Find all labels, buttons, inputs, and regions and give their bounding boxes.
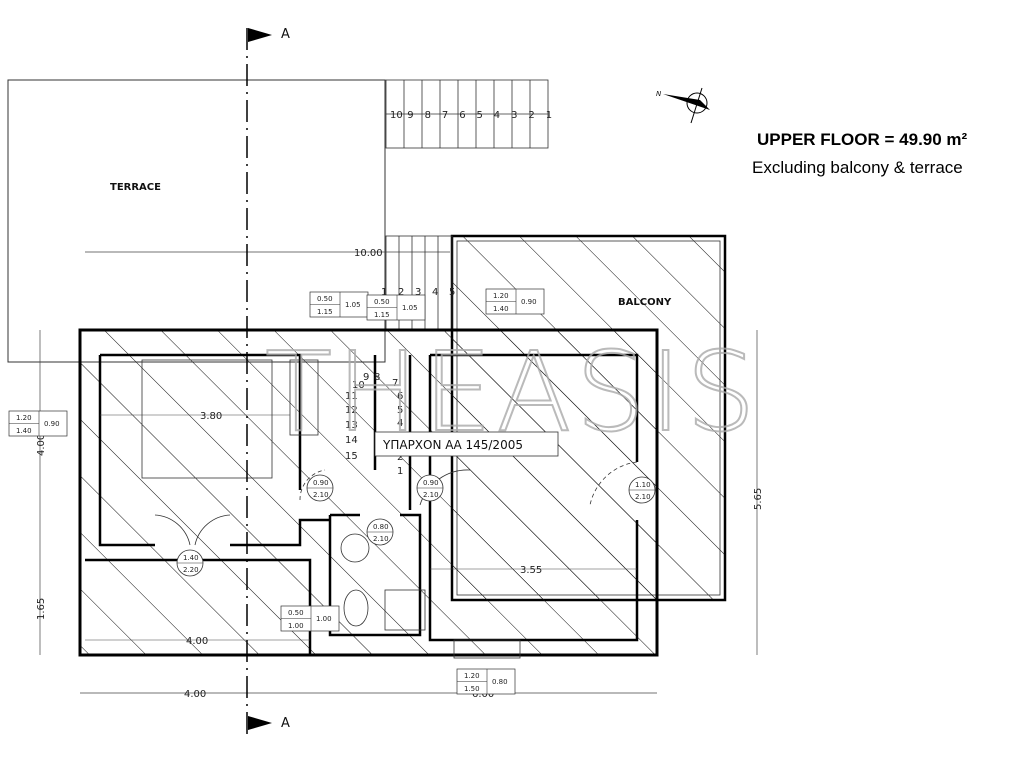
door-tag: 0.90 2.10 bbox=[416, 474, 444, 502]
section-flag-bottom bbox=[248, 716, 272, 730]
window-width: 0.50 bbox=[317, 295, 333, 303]
floor-area-subtitle: Excluding balcony & terrace bbox=[752, 158, 963, 177]
outer-stair-number: 7 bbox=[442, 110, 448, 121]
dim-bedroom-width: 3.80 bbox=[200, 411, 222, 422]
building-footprint bbox=[78, 328, 659, 657]
small-stair-number: 2 bbox=[398, 287, 404, 298]
window-height: 1.00 bbox=[288, 622, 304, 630]
small-stair-number: 1 bbox=[381, 287, 387, 298]
north-arrow-icon: N bbox=[656, 87, 710, 124]
door-height: 2.10 bbox=[373, 535, 389, 543]
door-tag: 1.10 2.10 bbox=[628, 476, 656, 504]
door-tag: 0.80 2.10 bbox=[366, 518, 394, 546]
door-tag: 0.90 2.10 bbox=[306, 474, 334, 502]
outer-stair-number: 10 bbox=[390, 110, 403, 121]
small-stair-number: 5 bbox=[449, 287, 455, 298]
inner-stair-number: 8 bbox=[374, 372, 380, 383]
outer-stair-number: 9 bbox=[407, 110, 413, 121]
window-width: 0.50 bbox=[288, 609, 304, 617]
door-height: 2.10 bbox=[313, 491, 329, 499]
window-width: 1.20 bbox=[16, 414, 32, 422]
dim-left-upper: 4.00 bbox=[36, 434, 47, 456]
window-sill: 1.00 bbox=[316, 615, 332, 623]
door-width: 1.40 bbox=[183, 554, 199, 562]
outer-stair-number: 1 bbox=[546, 110, 552, 121]
dim-terrace-width: 10.00 bbox=[354, 248, 383, 259]
window-height: 1.15 bbox=[374, 311, 390, 319]
door-width: 0.90 bbox=[423, 479, 439, 487]
door-width: 0.90 bbox=[313, 479, 329, 487]
door-height: 2.10 bbox=[635, 493, 651, 501]
window-sill: 1.05 bbox=[402, 304, 418, 312]
inner-stair-number: 5 bbox=[397, 405, 403, 416]
dim-bottom-left: 4.00 bbox=[184, 689, 206, 700]
floor-area-title: UPPER FLOOR = 49.90 m² bbox=[757, 130, 968, 149]
dim-bottom-right: 6.00 bbox=[472, 689, 494, 700]
watermark: THEASIS bbox=[265, 328, 760, 456]
window-height: 1.50 bbox=[464, 685, 480, 693]
small-stair-number: 3 bbox=[415, 287, 421, 298]
window-sill: 0.90 bbox=[521, 298, 537, 306]
inner-stair-number: 14 bbox=[345, 435, 358, 446]
window-width: 1.20 bbox=[464, 672, 480, 680]
inner-stair-number: 6 bbox=[397, 391, 403, 402]
window-tag: 1.20 1.50 0.80 bbox=[456, 668, 516, 695]
terrace-outline bbox=[7, 79, 386, 363]
permit-label: ΥΠΑΡΧΟΝ ΑΑ 145/2005 bbox=[382, 438, 523, 452]
inner-stair-number: 7 bbox=[392, 378, 398, 389]
inner-stair-number: 2 bbox=[397, 452, 403, 463]
outer-stair-number: 8 bbox=[425, 110, 431, 121]
door-height: 2.20 bbox=[183, 566, 199, 574]
inner-stair-number: 10 bbox=[352, 380, 365, 391]
small-stair-number: 4 bbox=[432, 287, 438, 298]
permit-box bbox=[374, 431, 559, 457]
door-tag: 1.40 2.20 bbox=[176, 549, 204, 577]
window-tag: 0.50 1.15 1.05 bbox=[309, 291, 369, 318]
door-width: 0.80 bbox=[373, 523, 389, 531]
outer-stair-number: 6 bbox=[459, 110, 465, 121]
inner-stair-number: 9 bbox=[363, 372, 369, 383]
north-label: N bbox=[656, 90, 662, 98]
door-swings bbox=[154, 461, 638, 631]
inner-stair-number: 13 bbox=[345, 420, 358, 431]
dim-living-width: 3.55 bbox=[520, 565, 542, 576]
window-width: 0.50 bbox=[374, 298, 390, 306]
section-flag-top bbox=[248, 28, 272, 42]
door-width: 1.10 bbox=[635, 481, 651, 489]
window-tag: 1.20 1.40 0.90 bbox=[485, 288, 545, 315]
inner-stair-number: 15 bbox=[345, 451, 358, 462]
inner-stair-number: 12 bbox=[345, 405, 358, 416]
window-sill: 1.05 bbox=[345, 301, 361, 309]
outer-stair-number: 5 bbox=[477, 110, 483, 121]
outer-stair-number: 3 bbox=[511, 110, 517, 121]
window-sill: 0.80 bbox=[492, 678, 508, 686]
terrace-label: TERRACE bbox=[110, 182, 161, 193]
window-width: 1.20 bbox=[493, 292, 509, 300]
outer-stair-number: 2 bbox=[528, 110, 534, 121]
inner-stair-number: 4 bbox=[397, 418, 403, 429]
dim-lower-room-width: 4.00 bbox=[186, 636, 208, 647]
outer-stair-number: 4 bbox=[494, 110, 500, 121]
inner-stair-number: 11 bbox=[345, 391, 358, 402]
window-tag: 0.50 1.00 1.00 bbox=[280, 605, 340, 632]
section-label-bottom: A bbox=[281, 716, 290, 731]
window-height: 1.15 bbox=[317, 308, 333, 316]
inner-stair-number: 1 bbox=[397, 466, 403, 477]
dim-right-height: 5.65 bbox=[753, 488, 764, 510]
balcony-label: BALCONY bbox=[618, 297, 672, 308]
dim-left-lower: 1.65 bbox=[36, 598, 47, 620]
window-height: 1.40 bbox=[493, 305, 509, 313]
section-label-top: A bbox=[281, 27, 290, 42]
window-sill: 0.90 bbox=[44, 420, 60, 428]
window-tag: 1.20 1.40 0.90 bbox=[8, 410, 68, 437]
door-height: 2.10 bbox=[423, 491, 439, 499]
window-tag: 0.50 1.15 1.05 bbox=[366, 294, 426, 321]
window-height: 1.40 bbox=[16, 427, 32, 435]
